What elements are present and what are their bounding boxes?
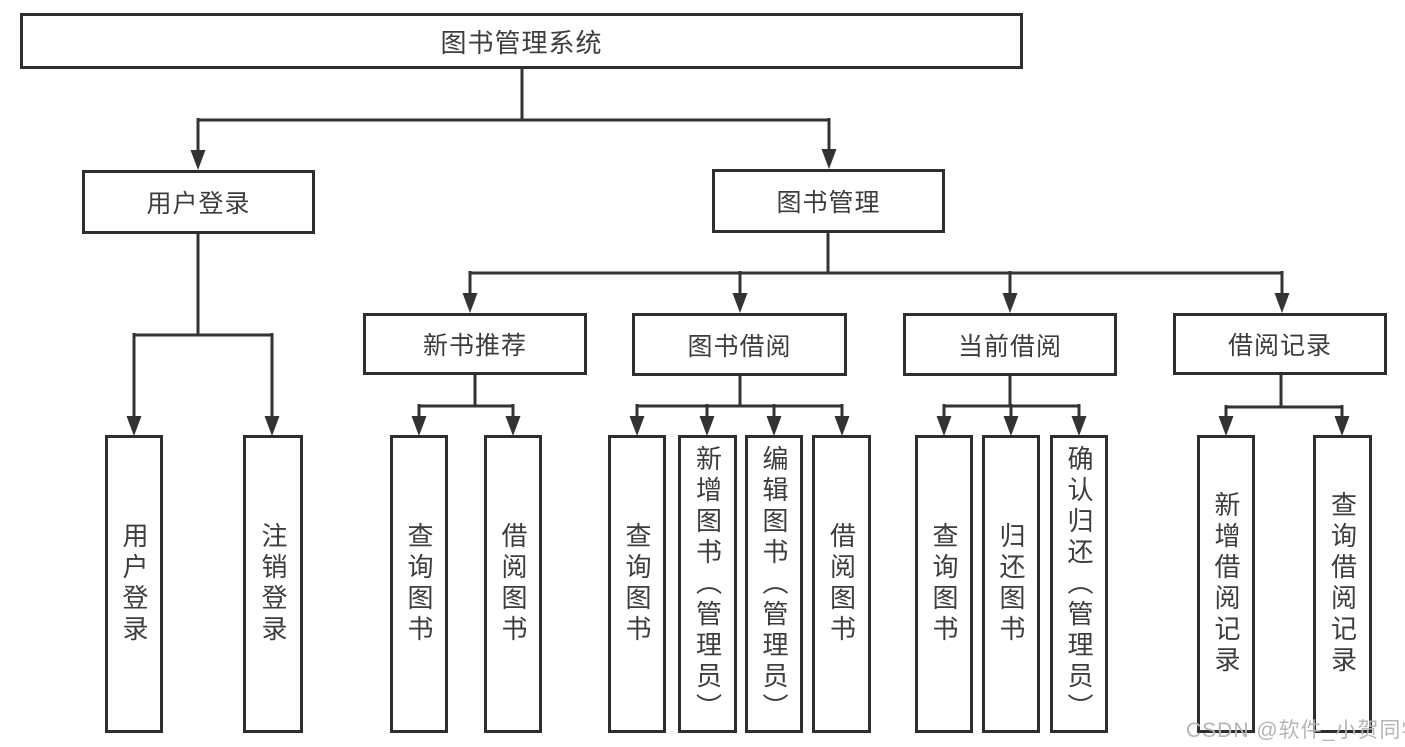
node-label: 查询图书 <box>929 522 959 646</box>
leaf-query-borrow-record: 查询借阅记录 <box>1313 435 1372 733</box>
node-label: 归还图书 <box>996 522 1026 646</box>
arrowhead-icons <box>126 149 1350 436</box>
leaf-confirm-return-admin: 确认归还（管理员） <box>1050 435 1108 733</box>
node-label: 查询图书 <box>404 522 434 646</box>
leaf-query-books-borrowing: 查询图书 <box>608 435 666 733</box>
node-label: 注销登录 <box>258 522 288 646</box>
leaf-borrow-books: 借阅图书 <box>812 435 871 733</box>
leaf-add-borrow-record: 新增借阅记录 <box>1197 435 1255 733</box>
node-label: 新增图书（管理员） <box>692 444 723 724</box>
leaf-user-login: 用户登录 <box>105 435 163 733</box>
node-label: 用户登录 <box>119 522 149 646</box>
node-label: 当前借阅 <box>957 332 1062 361</box>
node-book-borrowing: 图书借阅 <box>632 313 847 376</box>
node-current-borrowing: 当前借阅 <box>903 313 1117 376</box>
leaf-edit-books-admin: 编辑图书（管理员） <box>745 435 803 733</box>
csdn-watermark: CSDN @软件_小贺同学 <box>1186 719 1405 742</box>
node-label: 图书管理 <box>776 189 881 217</box>
node-label: 用户登录 <box>146 190 251 218</box>
node-new-book-recommendation: 新书推荐 <box>363 313 587 375</box>
node-label: 编辑图书（管理员） <box>759 444 789 724</box>
node-label: 借阅图书 <box>826 522 857 646</box>
node-label: 查询图书 <box>622 522 652 646</box>
node-book-management: 图书管理 <box>712 169 945 233</box>
node-label: 借阅图书 <box>498 522 528 646</box>
node-label: 新增借阅记录 <box>1211 491 1241 677</box>
leaf-return-books: 归还图书 <box>982 435 1040 733</box>
node-label: 新书推荐 <box>422 332 527 360</box>
node-label: 查询借阅记录 <box>1327 491 1358 677</box>
leaf-query-books-recommend: 查询图书 <box>390 435 448 733</box>
leaf-add-books-admin: 新增图书（管理员） <box>678 435 737 733</box>
leaf-query-books-current: 查询图书 <box>915 435 973 733</box>
node-label: 图书借阅 <box>687 332 792 361</box>
leaf-logout: 注销登录 <box>243 435 303 733</box>
leaf-borrow-books-recommend: 借阅图书 <box>484 435 542 733</box>
node-label: 确认归还（管理员） <box>1064 444 1094 724</box>
node-user-login: 用户登录 <box>82 170 315 234</box>
node-label: 借阅记录 <box>1227 332 1332 360</box>
node-borrowing-records: 借阅记录 <box>1173 313 1387 375</box>
node-label: 图书管理系统 <box>440 27 603 58</box>
node-library-management-system: 图书管理系统 <box>20 13 1023 69</box>
